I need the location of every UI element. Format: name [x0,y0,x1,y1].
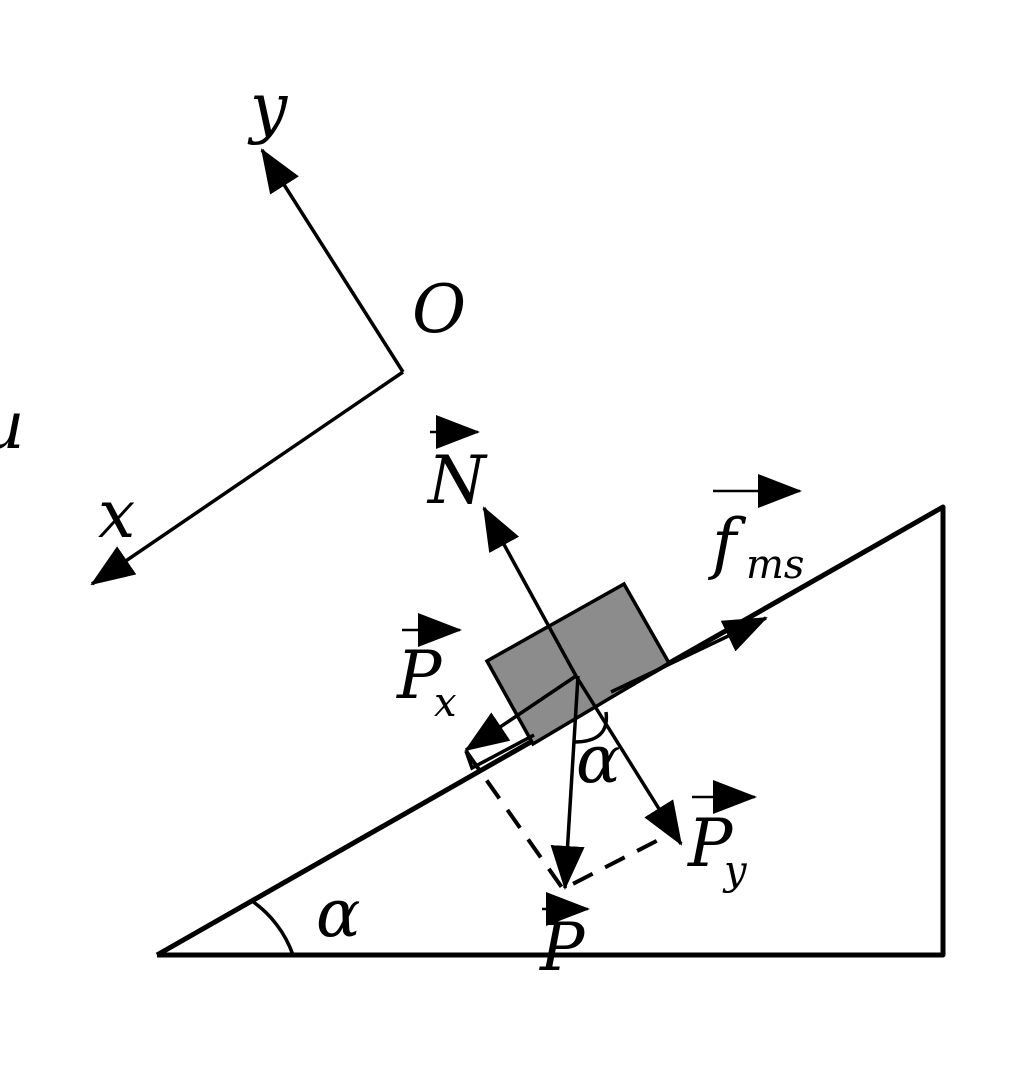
block [484,581,672,747]
px-component-label: P [396,637,443,714]
x-axis-label: x [98,476,135,553]
dashed-construction [464,749,673,892]
weight-label: P [539,909,586,986]
block-angle-arc [573,711,609,744]
px-component-subscript: x [434,680,457,726]
px-component-arrow [464,674,577,752]
weight-arrow [550,675,585,890]
py-component-label: P [687,805,734,882]
friction-force-arrow [610,616,768,694]
normal-force-label: N [426,442,488,519]
normal-force-arrow [482,506,578,677]
base-angle-arc [250,899,295,956]
x-axis-arrow [90,370,404,586]
friction-force-subscript: ms [746,542,804,588]
y-axis-label: y [247,69,288,146]
edge-fragment-label: u [0,387,25,464]
origin-label: O [412,271,466,348]
base-angle-label: α [316,875,361,952]
py-component-subscript: y [722,848,748,894]
friction-force-label: f [707,505,747,582]
y-axis-arrow [260,148,405,373]
block-angle-label: α [576,721,621,798]
right-angle-marker [464,733,535,771]
py-component-arrow [574,675,683,846]
